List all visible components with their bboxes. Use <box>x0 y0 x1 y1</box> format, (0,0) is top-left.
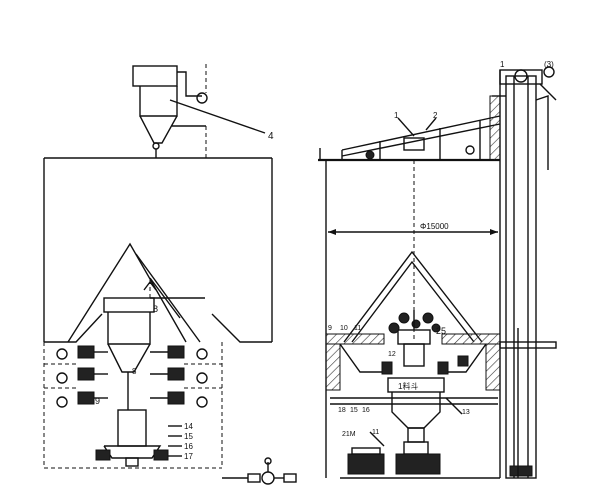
label-ch: (3) <box>544 60 554 69</box>
bucket-elevator <box>489 66 557 479</box>
leader-4 <box>169 99 266 134</box>
right-silo-body <box>319 148 501 478</box>
label-8b: 8 <box>132 367 137 376</box>
label-2: 2 <box>433 111 438 120</box>
label-13: 13 <box>462 409 470 416</box>
left-central-column <box>103 277 205 410</box>
label-18: 18 <box>338 407 346 414</box>
label-15: 15 <box>184 432 193 441</box>
label-21m: 21M <box>342 431 356 438</box>
left-silo-body <box>43 157 273 343</box>
label-11b: 11 <box>372 429 379 436</box>
label-10: 10 <box>340 325 348 332</box>
top-dust-collector <box>132 64 208 158</box>
label-hopper: 1料斗 <box>398 381 418 391</box>
label-25: 25 <box>436 326 446 336</box>
left-drawing: 4 8 8 <box>43 64 297 485</box>
label-14: 14 <box>184 422 193 431</box>
label-12: 12 <box>388 351 396 358</box>
label-1: 1 <box>394 111 399 120</box>
left-valves-right-side <box>150 342 223 468</box>
label-9: 9 <box>95 396 100 406</box>
packing-machines <box>340 431 500 479</box>
label-16: 16 <box>184 442 193 451</box>
left-air-line <box>44 457 297 485</box>
right-drawing: 1 2 1 (3) <box>318 60 557 479</box>
label-diameter: Φ15000 <box>420 222 449 231</box>
label-4: 4 <box>268 131 274 142</box>
label-17: 17 <box>184 452 193 461</box>
label-15-right: 15 <box>350 407 358 414</box>
left-valves-left-side <box>43 342 108 468</box>
roof-conveyor <box>318 115 501 162</box>
label-9-right: 9 <box>328 325 332 332</box>
label-16-right: 16 <box>362 407 370 414</box>
label-8: 8 <box>153 304 158 314</box>
left-bottom-unit <box>95 409 182 467</box>
label-11: 11 <box>354 325 361 332</box>
floor-slab <box>325 328 557 478</box>
label-1-elev: 1 <box>500 60 505 69</box>
central-equipment <box>381 310 469 375</box>
weigh-hopper <box>330 377 498 455</box>
